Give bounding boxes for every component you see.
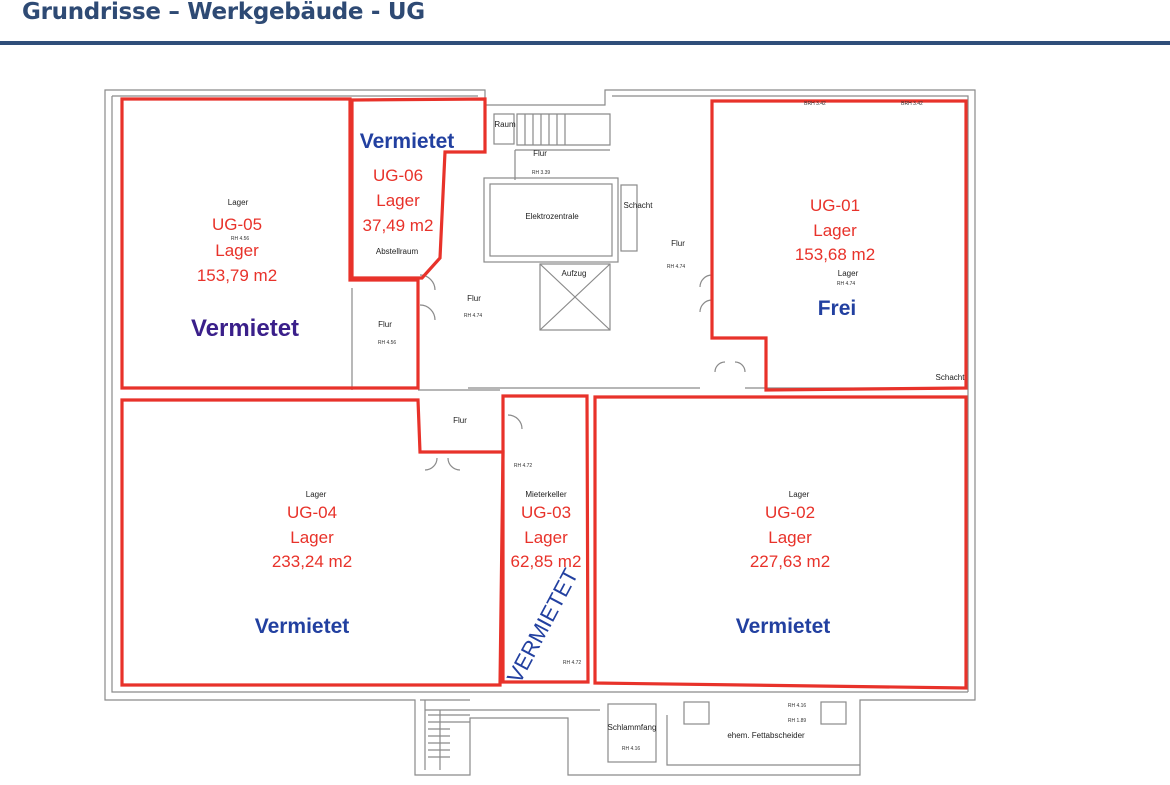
page-title: Grundrisse – Werkgebäude - UG bbox=[22, 0, 425, 25]
unit-status: Vermietet bbox=[360, 130, 455, 153]
unit-outline-ug-01[interactable] bbox=[710, 99, 968, 392]
unit-use: Lager bbox=[768, 528, 812, 547]
height-label: BRH 3.42 bbox=[804, 101, 826, 107]
room-label: Lager bbox=[228, 198, 249, 207]
title-rule bbox=[0, 41, 1170, 45]
unit-id: UG-05 bbox=[212, 215, 262, 234]
room-label: Raum bbox=[494, 120, 516, 129]
unit-area: 62,85 m2 bbox=[511, 552, 582, 571]
height-label: RH 4.74 bbox=[464, 313, 483, 319]
unit-area: 227,63 m2 bbox=[750, 552, 830, 571]
unit-use: Lager bbox=[813, 221, 857, 240]
unit-ug-06: UG-06 Lager 37,49 m2 Vermietet bbox=[360, 130, 455, 235]
room-label: Abstellraum bbox=[376, 247, 419, 256]
unit-status: Vermietet bbox=[736, 615, 831, 638]
unit-id: UG-06 bbox=[373, 166, 423, 185]
height-label: RH 4.72 bbox=[563, 660, 582, 666]
unit-ug-02: UG-02 Lager 227,63 m2 Vermietet bbox=[736, 503, 831, 638]
unit-ug-04: UG-04 Lager 233,24 m2 Vermietet bbox=[255, 503, 352, 638]
unit-use: Lager bbox=[524, 528, 568, 547]
room-label: Flur bbox=[467, 294, 481, 303]
room-label: Lager bbox=[838, 269, 859, 278]
unit-status: VERMIETET bbox=[502, 564, 583, 687]
unit-use: Lager bbox=[290, 528, 334, 547]
unit-outline-ug-05[interactable] bbox=[120, 97, 420, 390]
height-label: RH 4.72 bbox=[514, 463, 533, 469]
unit-area: 153,68 m2 bbox=[795, 245, 875, 264]
room-label: Schacht bbox=[936, 373, 966, 382]
height-label: RH 4.16 bbox=[622, 746, 641, 752]
height-label: RH 4.74 bbox=[837, 281, 856, 287]
room-label: Flur bbox=[453, 416, 467, 425]
unit-outline-ug-03[interactable] bbox=[501, 394, 590, 684]
unit-id: UG-01 bbox=[810, 196, 860, 215]
unit-id: UG-02 bbox=[765, 503, 815, 522]
room-label: Mieterkeller bbox=[525, 490, 567, 499]
unit-use: Lager bbox=[376, 191, 420, 210]
height-label: RH 4.56 bbox=[231, 236, 250, 242]
room-label: Elektrozentrale bbox=[525, 212, 579, 221]
unit-outline-ug-02[interactable] bbox=[593, 395, 968, 690]
height-label: RH 4.16 bbox=[788, 703, 807, 709]
unit-status: Vermietet bbox=[191, 315, 299, 342]
room-label: Schlammfang bbox=[608, 723, 657, 732]
unit-area: 37,49 m2 bbox=[363, 216, 434, 235]
room-label: Lager bbox=[789, 490, 810, 499]
unit-status: Frei bbox=[818, 297, 857, 320]
room-labels: Raum Flur RH 3.39 Elektrozentrale Schach… bbox=[228, 101, 965, 752]
unit-id: UG-03 bbox=[521, 503, 571, 522]
room-label: Lager bbox=[306, 490, 327, 499]
room-label: Aufzug bbox=[562, 269, 587, 278]
unit-ug-05: UG-05 Lager 153,79 m2 Vermietet bbox=[191, 215, 299, 342]
room-label: Flur bbox=[533, 149, 547, 158]
unit-id: UG-04 bbox=[287, 503, 337, 522]
unit-use: Lager bbox=[215, 241, 259, 260]
height-label: RH 3.39 bbox=[532, 170, 551, 176]
height-label: BRH 3.42 bbox=[901, 101, 923, 107]
room-label: ehem. Fettabscheider bbox=[727, 731, 805, 740]
height-label: RH 1.89 bbox=[788, 718, 807, 724]
unit-area: 233,24 m2 bbox=[272, 552, 352, 571]
building-walls bbox=[104, 89, 976, 776]
height-label: RH 4.56 bbox=[378, 340, 397, 346]
unit-status: Vermietet bbox=[255, 615, 350, 638]
room-label: Flur bbox=[671, 239, 685, 248]
height-label: RH 4.74 bbox=[667, 264, 686, 270]
room-label: Schacht bbox=[624, 201, 654, 210]
unit-outline-ug-06[interactable] bbox=[350, 97, 487, 280]
unit-ug-01: UG-01 Lager 153,68 m2 Frei bbox=[795, 196, 875, 320]
unit-area: 153,79 m2 bbox=[197, 266, 277, 285]
room-label: Flur bbox=[378, 320, 392, 329]
